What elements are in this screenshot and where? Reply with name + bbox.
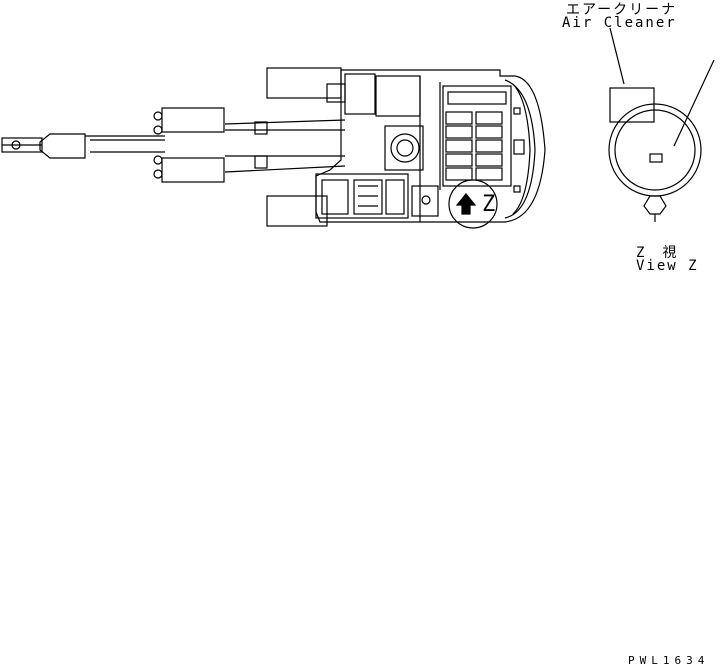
air-cleaner-detail: [608, 87, 702, 222]
arm: [1, 133, 165, 159]
air-cleaner-leader: [609, 27, 625, 85]
drawing-code: PWL1634: [628, 654, 710, 667]
air-cleaner-label-jp: エアークリーナ: [566, 2, 678, 18]
boom: [153, 107, 346, 183]
track-lower: [266, 195, 328, 227]
view-z-label-jp: Z 視: [636, 245, 679, 261]
track-upper: [266, 67, 342, 99]
radiator-grid: [445, 111, 503, 181]
operator-seat: [315, 173, 409, 219]
air-cleaner-location: [448, 179, 498, 229]
detail-leader: [673, 59, 715, 147]
view-z-label-en: View Z: [636, 258, 699, 274]
view-marker-label: Z: [482, 192, 496, 217]
air-cleaner-label-en: Air Cleaner: [562, 15, 677, 31]
upper-structure: [315, 69, 546, 223]
